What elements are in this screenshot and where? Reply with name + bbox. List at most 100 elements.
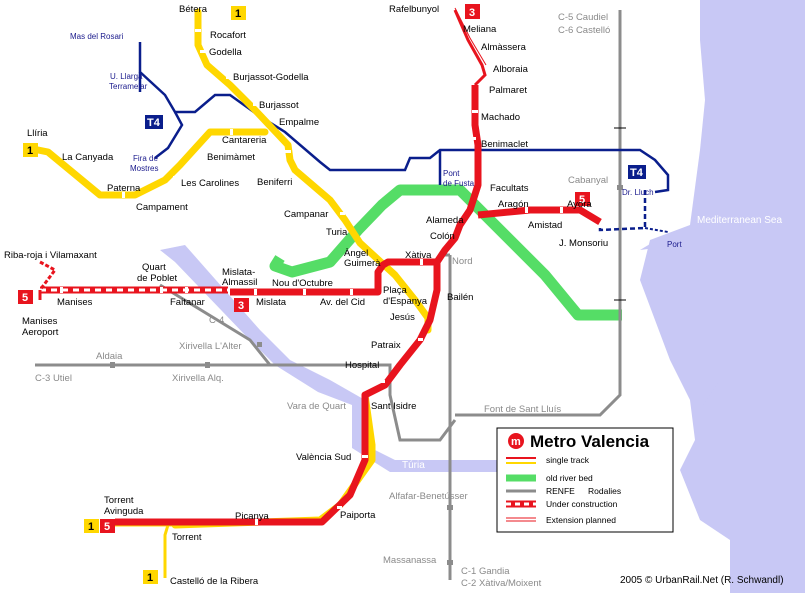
station-font-sant-lluis: Font de Sant Lluís <box>484 404 561 415</box>
station-pont-1: Pont <box>443 169 460 178</box>
station-les-carolines: Les Carolines <box>181 178 239 189</box>
line4-main <box>138 42 670 194</box>
station-alameda: Alameda <box>426 215 464 226</box>
line1-castello <box>163 524 170 578</box>
station-colon: Colón <box>430 231 455 242</box>
station-rocafort: Rocafort <box>210 30 246 41</box>
badge-l4-left: T4 <box>145 115 163 129</box>
station-bailen: Bailén <box>447 292 473 303</box>
station-hospital: Hospital <box>345 360 379 371</box>
station-nord: Nord <box>452 256 473 267</box>
renfe-station-xirivella-alq <box>205 362 210 368</box>
station-marker <box>350 289 353 295</box>
station-pont-2: de Fusta <box>443 179 475 188</box>
line3-main <box>230 85 482 296</box>
station-alfafar: Alfafar-Benetússer <box>389 491 468 502</box>
station-meliana: Meliana <box>463 24 497 35</box>
badge-l1-torrent: 1 <box>84 519 99 533</box>
station-marker <box>226 76 231 79</box>
station-marker <box>122 192 125 198</box>
port-docks <box>640 230 805 593</box>
badge-l1-castello: 1 <box>143 570 158 584</box>
station-j-monsoriu: J. Monsoriu <box>559 238 608 249</box>
legend-renfe-1: RENFE <box>546 486 575 496</box>
station-marker <box>418 338 423 341</box>
metro-logo-icon <box>508 433 524 449</box>
station-av-del-cid: Av. del Cid <box>320 297 365 308</box>
renfe-end-marks <box>614 127 626 301</box>
station-ayora: Ayora <box>567 199 592 210</box>
badge-text: T4 <box>147 117 161 129</box>
badge-text: T4 <box>630 167 644 179</box>
station-marker <box>185 287 188 293</box>
station-nou-octubre: Nou d'Octubre <box>272 278 333 289</box>
badge-l5-manises: 5 <box>18 290 33 304</box>
legend: m Metro Valencia single track old river … <box>496 427 674 533</box>
station-campament: Campament <box>136 202 188 213</box>
station-rafelbunyol: Rafelbunyol <box>389 4 439 15</box>
station-beniferri: Beniferri <box>257 177 292 188</box>
station-la-canyada: La Canyada <box>62 152 114 163</box>
station-marker <box>525 207 528 213</box>
line4-port <box>644 227 669 233</box>
line1-lliria <box>34 128 269 199</box>
renfe-station-aldaia <box>110 362 115 368</box>
station-fira-1: Fira de <box>133 154 158 163</box>
station-marker <box>472 110 478 113</box>
station-terramelar: Terramelar <box>109 82 148 91</box>
badge-text: 5 <box>579 194 585 206</box>
badge-text: 1 <box>88 521 94 533</box>
station-massanassa: Massanassa <box>383 555 437 566</box>
station-cantareria: Cantareria <box>222 135 267 146</box>
station-marker <box>303 289 306 295</box>
badge-l3-rafelbunyol: 3 <box>465 4 480 19</box>
legend-single-track: single track <box>546 455 590 465</box>
station-marker <box>230 129 233 135</box>
badge-l1-lliria: 1 <box>23 143 38 157</box>
station-manises-aer-1: Manises <box>22 316 58 327</box>
station-angel-1: Àngel <box>344 248 368 259</box>
station-angel-2: Guimerà <box>344 258 381 269</box>
badge-l5-torrent: 5 <box>100 519 115 533</box>
station-marker <box>285 150 291 153</box>
renfe-lines <box>35 10 622 580</box>
station-xirivella-alq: Xirivella Alq. <box>172 373 224 384</box>
station-torrent-av-1: Torrent <box>104 495 134 506</box>
station-xirivella-alter: Xirivella L'Alter <box>179 341 242 352</box>
station-turia: Turia <box>326 227 348 238</box>
station-mislata-alm-2: Almassil <box>222 277 257 288</box>
station-xativa: Xàtiva <box>405 250 432 261</box>
renfe-c4-label: C-4 <box>209 315 224 326</box>
station-palmaret: Palmaret <box>489 85 527 96</box>
renfe-c1-label: C-1 Gandia <box>461 566 510 577</box>
renfe-c4 <box>159 283 272 366</box>
station-jesus: Jesús <box>390 312 415 323</box>
station-faitanar: Faitanar <box>170 297 205 308</box>
river-band: Túria <box>160 245 500 472</box>
river-label: Túria <box>402 460 425 471</box>
badge-l5-ayora: 5 <box>575 192 590 206</box>
badge-text: 1 <box>27 145 33 157</box>
station-alboraia: Alboraia <box>493 64 529 75</box>
station-torrent-av-2: Avinguda <box>104 506 144 517</box>
station-amistad: Amistad <box>528 220 562 231</box>
station-manises: Manises <box>57 297 93 308</box>
line-4 <box>138 42 670 194</box>
station-placa-1: Plaça <box>383 285 407 296</box>
station-marker <box>470 137 476 140</box>
station-benimaclet: Benimaclet <box>481 139 528 150</box>
station-patraix: Patraix <box>371 340 401 351</box>
station-benimamet: Benimàmet <box>207 152 255 163</box>
renfe-station-xirivella-alter <box>257 342 262 347</box>
line3-south <box>115 262 441 526</box>
station-sant-isidre: Sant Isidre <box>371 401 416 412</box>
station-mislata-alm-1: Mislata- <box>222 267 255 278</box>
sea-area: Mediterranean Sea <box>640 0 805 593</box>
station-marker <box>337 506 342 509</box>
metro-logo-letter: m <box>511 436 521 448</box>
station-marker <box>60 287 63 293</box>
legend-title: Metro Valencia <box>530 432 650 451</box>
station-u-llarga: U. Llarga <box>110 72 143 81</box>
legend-extension-planned: Extension planned <box>546 515 616 525</box>
